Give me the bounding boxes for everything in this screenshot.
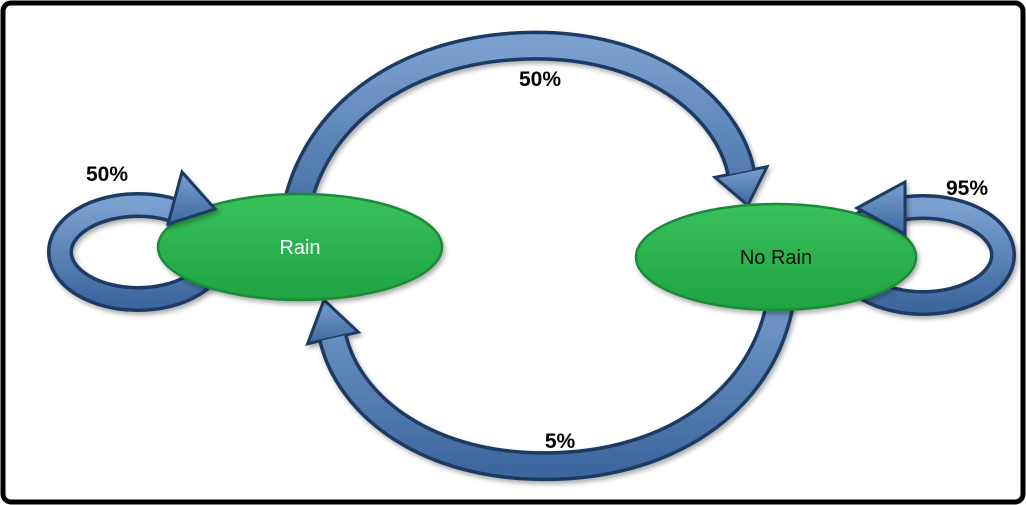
state-rain-label: Rain bbox=[279, 237, 320, 259]
states-layer bbox=[156, 192, 918, 312]
loop-arrowheads-layer bbox=[165, 168, 907, 237]
transition-arrows-layer bbox=[47, 30, 1016, 482]
state-norain-label: No Rain bbox=[740, 247, 812, 269]
prob-label-rain-to-norain: 50% bbox=[519, 68, 561, 91]
arrowhead-self-loop-rain-icon bbox=[165, 168, 218, 227]
state-rain bbox=[156, 192, 444, 302]
prob-label-norain-to-rain: 5% bbox=[545, 430, 576, 453]
arrow-norain-to-rain-band bbox=[321, 275, 795, 478]
arrow-rain-to-norain-band bbox=[281, 34, 753, 239]
arrowhead-self-loop-norain-icon bbox=[853, 179, 907, 237]
prob-label-rain-self: 50% bbox=[86, 163, 128, 186]
prob-label-norain-self: 95% bbox=[946, 177, 988, 200]
state-norain bbox=[634, 202, 918, 312]
